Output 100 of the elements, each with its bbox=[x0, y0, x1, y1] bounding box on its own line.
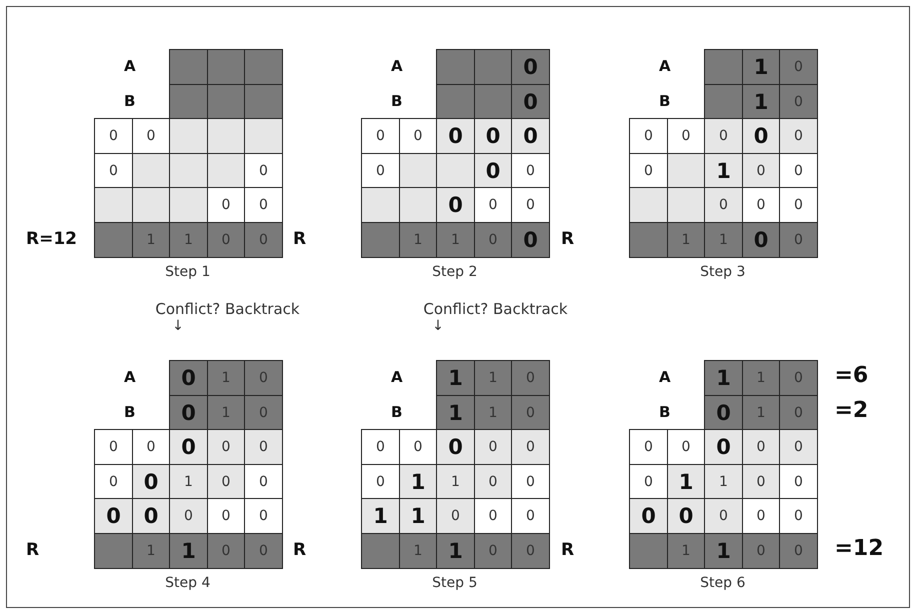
grid-cell: 1 bbox=[704, 464, 743, 500]
grid-cell: 0 bbox=[704, 498, 743, 534]
grid-cell: 0 bbox=[779, 49, 818, 85]
step-caption: Step 3 bbox=[699, 264, 746, 280]
grid-cell: 0 bbox=[779, 222, 818, 258]
grid-cell: 0 bbox=[169, 360, 208, 396]
arrow-glyph: ↓ bbox=[171, 318, 185, 334]
grid-cell: 0 bbox=[474, 464, 512, 500]
note-text: Conflict? Backtrack bbox=[422, 300, 569, 318]
grid-cell: 0 bbox=[244, 498, 283, 534]
grid-cell: 1 bbox=[704, 360, 743, 396]
grid-cell: 1 bbox=[742, 394, 780, 430]
grid-cell: 1 bbox=[169, 222, 208, 258]
row-label: A bbox=[124, 368, 136, 386]
grid-cell: 1 bbox=[361, 498, 400, 534]
grid-cell: 1 bbox=[742, 84, 780, 120]
grid-cell: 0 bbox=[206, 464, 246, 500]
grid-cell: 0 bbox=[511, 360, 550, 396]
grid-cell: 0 bbox=[742, 118, 780, 154]
grid-cell: 0 bbox=[511, 222, 550, 258]
grid-cell: 0 bbox=[511, 152, 550, 188]
grid-cell: 0 bbox=[511, 532, 550, 568]
grid-cell: 1 bbox=[398, 498, 438, 534]
row-label: A bbox=[391, 368, 403, 386]
grid-cell: 0 bbox=[206, 532, 246, 568]
grid-cell: 1 bbox=[132, 222, 170, 258]
grid-cell: 0 bbox=[779, 498, 818, 534]
grid-cell: 0 bbox=[511, 498, 550, 534]
step-caption: Step 6 bbox=[699, 575, 746, 591]
grid-cell: 1 bbox=[666, 222, 706, 258]
grid-cell: 0 bbox=[169, 429, 208, 465]
sum-label: =6 bbox=[834, 363, 868, 388]
grid-cell: 0 bbox=[94, 498, 133, 534]
grid-cell: 1 bbox=[666, 532, 706, 568]
grid-cell: 0 bbox=[206, 222, 246, 258]
row-label: R bbox=[293, 540, 306, 560]
grid-cell: 0 bbox=[704, 429, 743, 465]
grid-cell: 0 bbox=[244, 394, 283, 430]
grid-cell: 0 bbox=[132, 464, 170, 500]
grid-cell: 0 bbox=[244, 360, 283, 396]
grid-cell: 1 bbox=[436, 360, 475, 396]
grid-cell: 0 bbox=[779, 187, 818, 223]
grid-cell: 0 bbox=[704, 394, 743, 430]
row-label: R bbox=[561, 540, 574, 560]
grid-cell: 0 bbox=[94, 429, 133, 465]
grid-cell: 0 bbox=[629, 118, 668, 154]
grid-cell: 1 bbox=[436, 464, 475, 500]
row-label: B bbox=[391, 402, 402, 420]
row-label: B bbox=[391, 92, 402, 110]
row-label: R bbox=[561, 228, 574, 248]
grid-cell: 1 bbox=[474, 360, 512, 396]
grid-cell: 1 bbox=[666, 464, 706, 500]
grid-cell: 0 bbox=[742, 152, 780, 188]
grid-cell: 0 bbox=[511, 49, 550, 85]
grid-cell: 0 bbox=[436, 429, 475, 465]
note-text: Conflict? Backtrack bbox=[154, 300, 301, 318]
grid-cell: 0 bbox=[244, 532, 283, 568]
grid-cell: 0 bbox=[742, 429, 780, 465]
grid-cell: 0 bbox=[474, 152, 512, 188]
arrow-glyph: ↓ bbox=[431, 318, 445, 334]
grid-cell: 1 bbox=[742, 49, 780, 85]
grid-cell: 0 bbox=[666, 498, 706, 534]
grid-cell: 1 bbox=[169, 532, 208, 568]
step-caption: Step 2 bbox=[431, 264, 478, 280]
grid-cell: 0 bbox=[436, 498, 475, 534]
grid-cell: 1 bbox=[704, 222, 743, 258]
grid-cell: 1 bbox=[742, 360, 780, 396]
grid-cell: 0 bbox=[779, 152, 818, 188]
grid-cell: 1 bbox=[436, 532, 475, 568]
grid-cell: 0 bbox=[474, 118, 512, 154]
step-caption: Step 4 bbox=[164, 575, 212, 591]
sum-label: =2 bbox=[834, 398, 868, 422]
grid-cell: 0 bbox=[436, 118, 475, 154]
grid-cell: 0 bbox=[704, 187, 743, 223]
grid-cell: 0 bbox=[206, 429, 246, 465]
row-label: R=12 bbox=[26, 228, 77, 248]
grid-cell: 0 bbox=[94, 118, 133, 154]
grid-cell: 1 bbox=[474, 394, 512, 430]
grid-cell: 0 bbox=[244, 429, 283, 465]
grid-cell: 0 bbox=[779, 532, 818, 568]
grid-cell: 0 bbox=[474, 222, 512, 258]
grid-cell: 1 bbox=[704, 532, 743, 568]
grid-cell: 0 bbox=[779, 360, 818, 396]
grid-cell: 0 bbox=[742, 532, 780, 568]
row-label: B bbox=[124, 402, 136, 420]
grid-cell: 1 bbox=[398, 222, 438, 258]
grid-cell: 0 bbox=[361, 429, 400, 465]
row-label: B bbox=[659, 92, 670, 110]
grid-cell: 0 bbox=[629, 498, 668, 534]
row-label: R bbox=[293, 228, 306, 248]
grid-cell: 0 bbox=[511, 429, 550, 465]
sum-label: =12 bbox=[834, 536, 884, 560]
grid-cell: 0 bbox=[511, 187, 550, 223]
grid-cell: 1 bbox=[436, 222, 475, 258]
row-label: A bbox=[659, 57, 671, 75]
grid-cell: 0 bbox=[244, 464, 283, 500]
row-label: A bbox=[124, 57, 136, 75]
grid-cell: 1 bbox=[132, 532, 170, 568]
grid-cell: 1 bbox=[398, 532, 438, 568]
step-caption: Step 1 bbox=[164, 264, 212, 280]
